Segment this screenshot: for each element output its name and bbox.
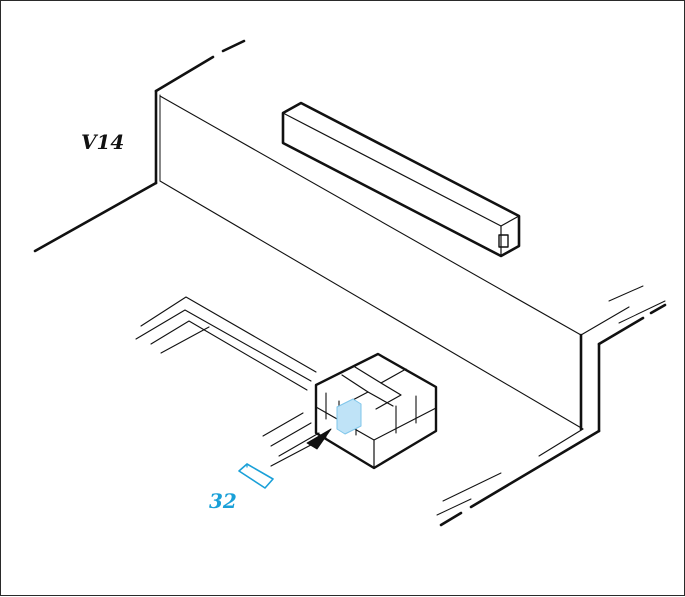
long-block [281,101,521,258]
part-32-shape [238,463,274,489]
slot-highlight [336,398,362,435]
view-label: V14 [81,130,124,154]
shelf-plate [159,95,584,430]
floor-track [135,296,320,457]
right-break-lines [436,285,666,516]
connector-cube [314,352,438,470]
right-wall [439,303,667,527]
left-wall [33,39,246,253]
part-label: 32 [209,489,237,513]
insert-arrow [270,428,332,467]
